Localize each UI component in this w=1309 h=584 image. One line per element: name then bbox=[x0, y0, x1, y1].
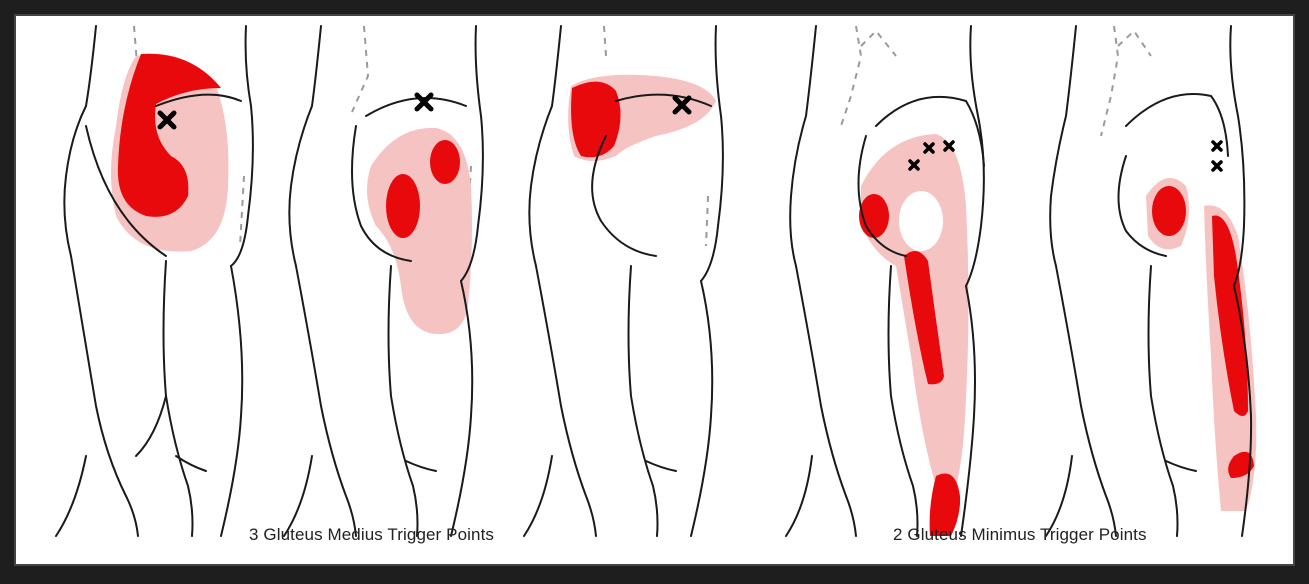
figure-medius-2 bbox=[284, 26, 483, 536]
referred-pain-dark-area bbox=[1152, 186, 1186, 236]
trigger-point-illustration bbox=[16, 16, 1295, 566]
figure-medius-1 bbox=[56, 26, 253, 536]
figure-medius-3 bbox=[524, 26, 723, 536]
referred-pain-dark-area bbox=[571, 82, 620, 158]
referred-pain-dark-area bbox=[386, 174, 420, 238]
referred-pain-dark-area bbox=[430, 140, 460, 184]
diagram-frame: 3 Gluteus Medius Trigger Points 2 Gluteu… bbox=[14, 14, 1295, 566]
figure-minimus-1 bbox=[786, 26, 984, 536]
gluteus-minimus-caption: 2 Gluteus Minimus Trigger Points bbox=[893, 525, 1147, 545]
gluteus-medius-caption: 3 Gluteus Medius Trigger Points bbox=[249, 525, 494, 545]
figure-minimus-2 bbox=[1046, 26, 1256, 536]
